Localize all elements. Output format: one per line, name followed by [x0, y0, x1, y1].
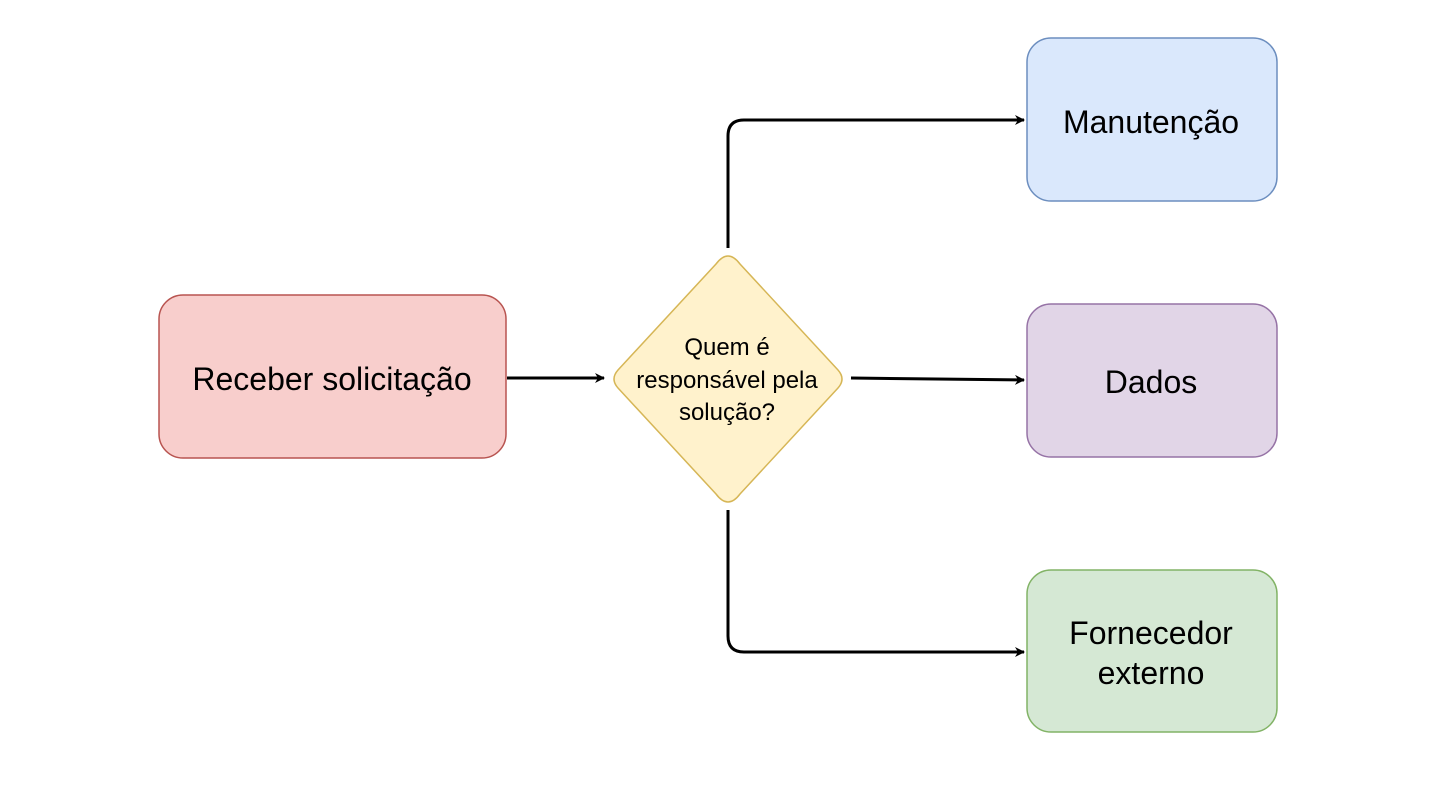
node-supplier-line-2: externo	[1098, 655, 1205, 691]
node-manutencao[interactable]: Manutenção	[1026, 37, 1278, 202]
node-data-shape	[1026, 303, 1278, 458]
node-decision-line-3: solução?	[679, 399, 775, 426]
edge-decision-to-supplier	[726, 510, 1025, 657]
node-decision-shape	[613, 255, 843, 503]
node-receber-solicitacao[interactable]: Receber solicitação	[158, 294, 507, 459]
node-data-label: Dados	[1105, 364, 1198, 400]
node-maintenance-shape	[1026, 37, 1278, 202]
node-supplier-shape	[1026, 569, 1278, 733]
node-supplier-line-1: Fornecedor	[1069, 615, 1233, 651]
node-decision[interactable]: Quem é responsável pela solução?	[613, 255, 843, 503]
node-decision-line-1: Quem é	[684, 334, 769, 361]
node-start-label: Receber solicitação	[192, 361, 471, 397]
edge-decision-to-maintenance	[726, 115, 1025, 248]
node-dados[interactable]: Dados	[1026, 303, 1278, 458]
node-maintenance-label: Manutenção	[1063, 104, 1239, 140]
node-fornecedor-externo[interactable]: Fornecedor externo	[1026, 569, 1278, 733]
node-start-shape	[158, 294, 507, 459]
node-decision-line-2: responsável pela	[636, 367, 818, 394]
edge-decision-to-data	[850, 374, 1025, 385]
